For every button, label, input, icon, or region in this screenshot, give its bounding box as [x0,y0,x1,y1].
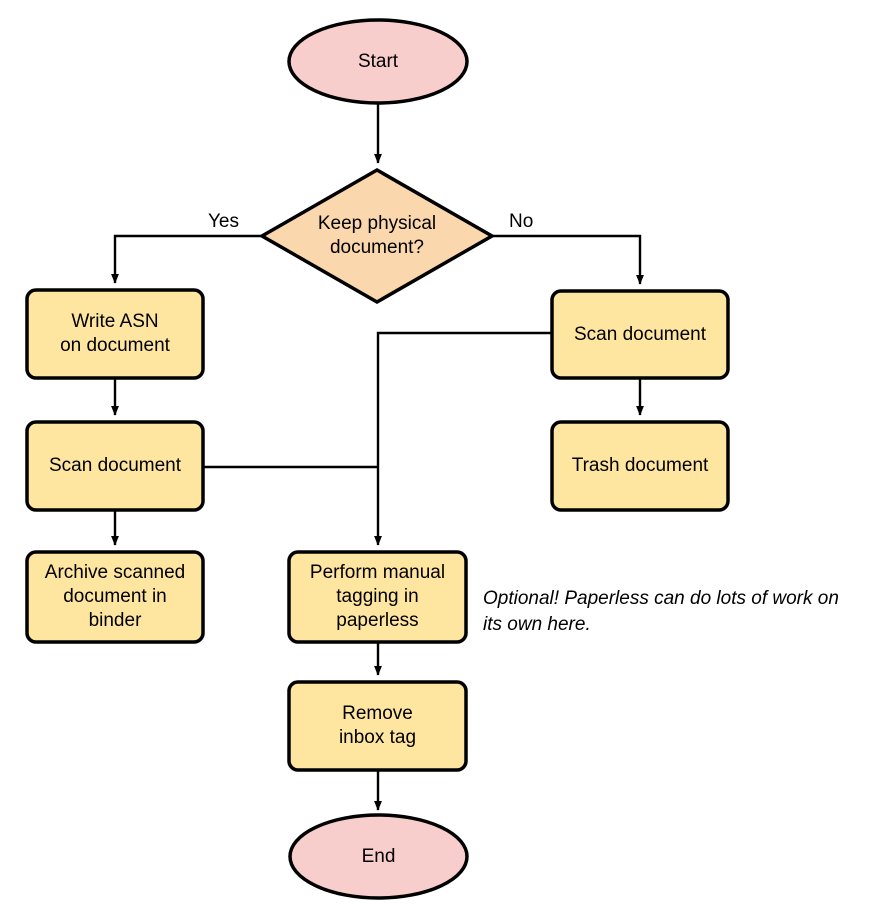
edge-label-yes: Yes [208,211,239,232]
edge-scan-right-to-manual-tag [374,331,552,546]
node-start[interactable] [287,18,469,105]
node-write-asn-on-document[interactable] [25,288,205,380]
node-scan-document-left[interactable] [25,420,205,512]
node-layer [25,18,730,900]
node-perform-manual-tagging-in-paperless[interactable] [287,550,468,644]
edge-decision-yes-write-asn [111,234,261,284]
edge-decision-no-scan-right [493,234,644,285]
node-trash-document[interactable] [550,420,730,512]
node-archive-scanned-document-in-binder[interactable] [25,550,205,644]
node-remove-inbox-tag[interactable] [287,680,468,772]
edge-layer [111,104,644,811]
annotation-optional-note: Optional! Paperless can do lots of work … [483,588,839,635]
node-decision-keep-physical-document[interactable] [258,167,496,305]
node-scan-document-right[interactable] [550,289,730,380]
node-end[interactable] [288,813,469,900]
edge-label-no: No [509,211,534,232]
